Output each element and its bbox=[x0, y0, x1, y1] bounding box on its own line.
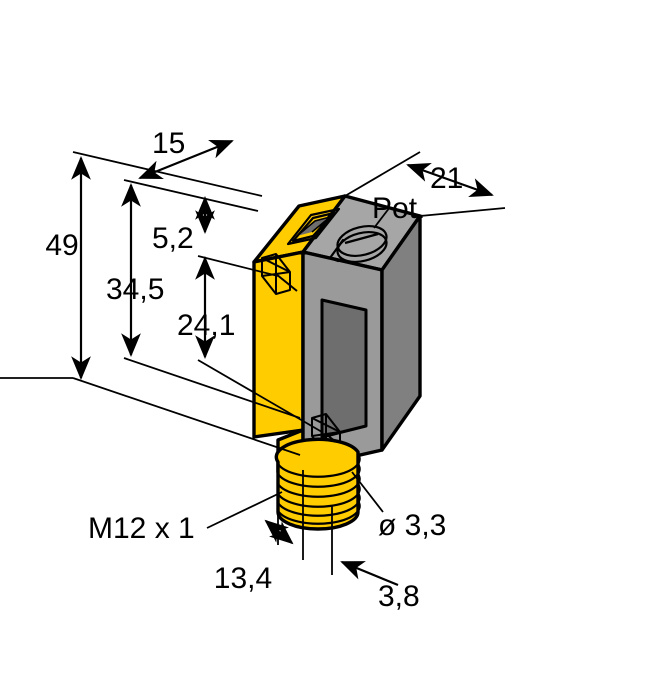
led-indicator-window bbox=[286, 207, 341, 246]
dimension-13-4-label: 13,4 bbox=[214, 562, 272, 595]
dimension-3-8: 3,8 bbox=[331, 505, 420, 613]
label-potentiometer-text: Pot. bbox=[372, 192, 425, 225]
sensor-body bbox=[252, 194, 422, 531]
lens-window bbox=[320, 298, 368, 439]
threaded-connector bbox=[274, 437, 361, 531]
dimension-21: 21 bbox=[344, 151, 506, 217]
dimension-5-2: 5,2 bbox=[152, 196, 215, 255]
dimension-24-1: 24,1 bbox=[177, 255, 323, 433]
dimension-49-label: 49 bbox=[45, 229, 78, 262]
mounting-hole-upper bbox=[261, 253, 298, 295]
dimension-15: 15 bbox=[138, 127, 234, 180]
pot-screw-slot bbox=[344, 232, 379, 245]
dimension-24-1-label: 24,1 bbox=[177, 309, 235, 342]
dimension-34-5: 34,5 bbox=[106, 179, 301, 419]
label-hole-diameter: ø 3,3 bbox=[351, 471, 446, 542]
dimension-15-label: 15 bbox=[152, 127, 185, 160]
dimension-3-8-label: 3,8 bbox=[378, 580, 420, 613]
dimension-5-2-label: 5,2 bbox=[152, 222, 194, 255]
left-face-yellow bbox=[252, 250, 305, 439]
right-face-gray bbox=[380, 214, 422, 452]
label-hole-diameter-text: ø 3,3 bbox=[378, 509, 446, 542]
pot-recess-edge bbox=[328, 238, 345, 260]
pot-recess-edge-2 bbox=[328, 256, 340, 263]
label-thread-text: M12 x 1 bbox=[88, 512, 195, 545]
label-thread: M12 x 1 bbox=[88, 491, 283, 545]
label-potentiometer: Pot. bbox=[372, 192, 425, 229]
dimension-34-5-label: 34,5 bbox=[106, 273, 164, 306]
dimension-21-label: 21 bbox=[430, 162, 463, 195]
dimension-13-4: 13,4 bbox=[214, 470, 304, 595]
